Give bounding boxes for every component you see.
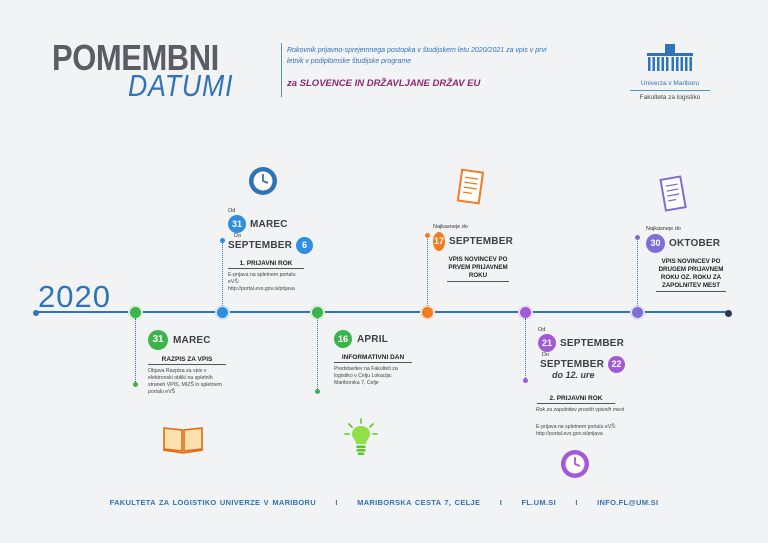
event-time: do 12. ure [552,370,595,380]
event-day-badge: 17 [433,232,445,251]
event-month: MAREC [173,334,211,346]
event-day-badge: 31 [228,215,246,233]
footer-email-link[interactable]: INFO.FL@UM.SI [597,498,659,507]
connector-razpis [135,318,136,384]
event-title: 2. PRIJAVNI ROK [537,395,615,404]
event-title: VPIS NOVINCEV PO DRUGEM PRIJAVNEM ROKU O… [656,258,726,292]
event-day-badge: 16 [334,330,352,348]
event-month: SEPTEMBER [448,236,513,247]
header-subtitle: Rokovnik prijavno-sprejemnega postopka v… [287,47,547,65]
event-month: SEPTEMBER [560,337,625,349]
university-name: Univerza v Mariboru [640,80,700,87]
event-month-to: SEPTEMBER [540,359,605,370]
event-note: Rok za zapolnitev prostih vpisnih mest [535,407,625,413]
timeline-start-dot [32,309,39,316]
event-vpis-drugi: Najkasneje do 30 OKTOBER VPIS NOVINCEV P… [646,226,728,292]
header-audience: za SLOVENCE IN DRŽAVLJANE DRŽAV EU [287,78,481,89]
page-title-secondary: DATUMI [128,68,234,103]
page-title: POMEMBNI [52,37,219,78]
lightbulb-icon [344,418,378,455]
footer-website-link[interactable]: FL.UM.SI [521,498,556,507]
connector-vpis-drugi [637,237,638,306]
footer-address: MARIBORSKA CESTA 7, CELJE [357,498,481,507]
event-title: INFORMATIVNI DAN [334,354,412,363]
footer-faculty: FAKULTETA ZA LOGISTIKO UNIVERZE V MARIBO… [109,498,316,507]
open-book-icon [162,427,204,454]
event-prvi-rok: Od 31 MAREC Do SEPTEMBER 6 1. PRIJAVNI R… [228,208,318,293]
event-vpis-prvi: Najkasneje do 17 SEPTEMBER VPIS NOVINCEV… [433,224,513,282]
footer-separator: I [335,498,338,507]
event-razpis: 31 MAREC RAZPIS ZA VPIS Objava Razpisa z… [148,330,226,396]
event-informativni: 16 APRIL INFORMATIVNI DAN Predstavitev n… [334,330,412,387]
marker-drugi-rok [519,306,531,318]
marker-informativni [311,306,323,318]
event-deadline-label: Najkasneje do [433,224,468,230]
marker-vpis-prvi [421,306,433,318]
event-to-label: Do [542,352,550,358]
footer: FAKULTETA ZA LOGISTIKO UNIVERZE V MARIBO… [0,498,768,507]
event-description: E-prijava na spletnem portalu eVŠ: http:… [536,424,617,437]
document-icon [456,168,485,205]
clock-icon [249,167,277,195]
university-logo: Univerza v Mariboru Fakulteta za logisti… [630,43,710,101]
event-month: MAREC [250,218,288,230]
connector-drugi-rok [525,318,526,380]
header-divider [281,43,282,97]
event-day-badge: 21 [538,334,556,352]
faculty-name: Fakulteta za logistiko [639,94,701,101]
event-day-badge: 31 [148,330,168,350]
event-description: E-prijava na spletnem portalu eVŠ: http:… [228,272,296,292]
marker-razpis [129,306,141,318]
event-deadline-label: Najkasneje do [646,226,681,232]
footer-separator: I [499,498,503,507]
event-month-to: SEPTEMBER [228,240,293,251]
event-drugi-rok: Od 21 SEPTEMBER Do SEPTEMBER 22 do 12. u… [538,327,638,380]
event-to-label: Do [234,233,242,239]
clock-icon-purple [561,450,589,478]
connector-informativni [317,318,318,391]
event-day-badge-to: 6 [296,237,314,254]
connector-vpis-prvi [427,235,428,306]
event-description: Objava Razpisa za vpis v elektronski obl… [148,368,222,395]
event-title: 1. PRIJAVNI ROK [228,260,304,269]
event-month: APRIL [357,333,388,345]
event-from-label: Od [538,327,546,333]
event-title: RAZPIS ZA VPIS [148,356,226,365]
timeline-end-dot [724,309,732,317]
university-building-icon [647,44,693,71]
event-title: VPIS NOVINCEV PO PRVEM PRIJAVNEM ROKU [447,256,509,282]
document-icon-violet [659,175,687,212]
footer-separator: I [575,498,578,507]
event-from-label: Od [228,208,236,214]
marker-vpis-drugi [631,306,643,318]
marker-prvi-rok [216,306,228,318]
event-month: OKTOBER [669,238,721,249]
connector-prvi-rok [222,240,223,306]
event-day-badge-to: 22 [608,356,626,373]
timeline-axis [35,311,727,313]
event-description: Predstavitev na Fakulteti za logistiko v… [334,366,398,386]
timeline-year: 2020 [38,279,111,314]
event-day-badge: 30 [646,234,665,253]
